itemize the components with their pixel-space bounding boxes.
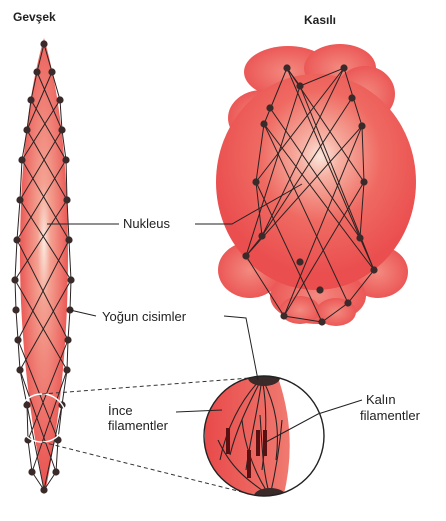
thin-filaments-label-line2: filamentler xyxy=(108,418,168,433)
thick-filaments-label-line1: Kalın xyxy=(366,392,396,407)
thick-filaments-label-line2: filamentler xyxy=(360,408,420,423)
nucleus-label: Nukleus xyxy=(123,216,170,231)
dense-bodies-leader-right xyxy=(224,316,258,380)
relaxed-title: Gevşek xyxy=(13,10,56,25)
contracted-title: Kasılı xyxy=(304,13,336,28)
contracted-cell xyxy=(216,44,416,326)
magnified-inset xyxy=(200,370,330,504)
dense-bodies-leader-left xyxy=(70,310,96,316)
dense-bodies-label: Yoğun cisimler xyxy=(102,309,186,324)
thin-filaments-label-line1: İnce xyxy=(108,403,133,418)
inset-dense-body-top xyxy=(248,370,280,386)
relaxed-cell xyxy=(11,38,74,494)
